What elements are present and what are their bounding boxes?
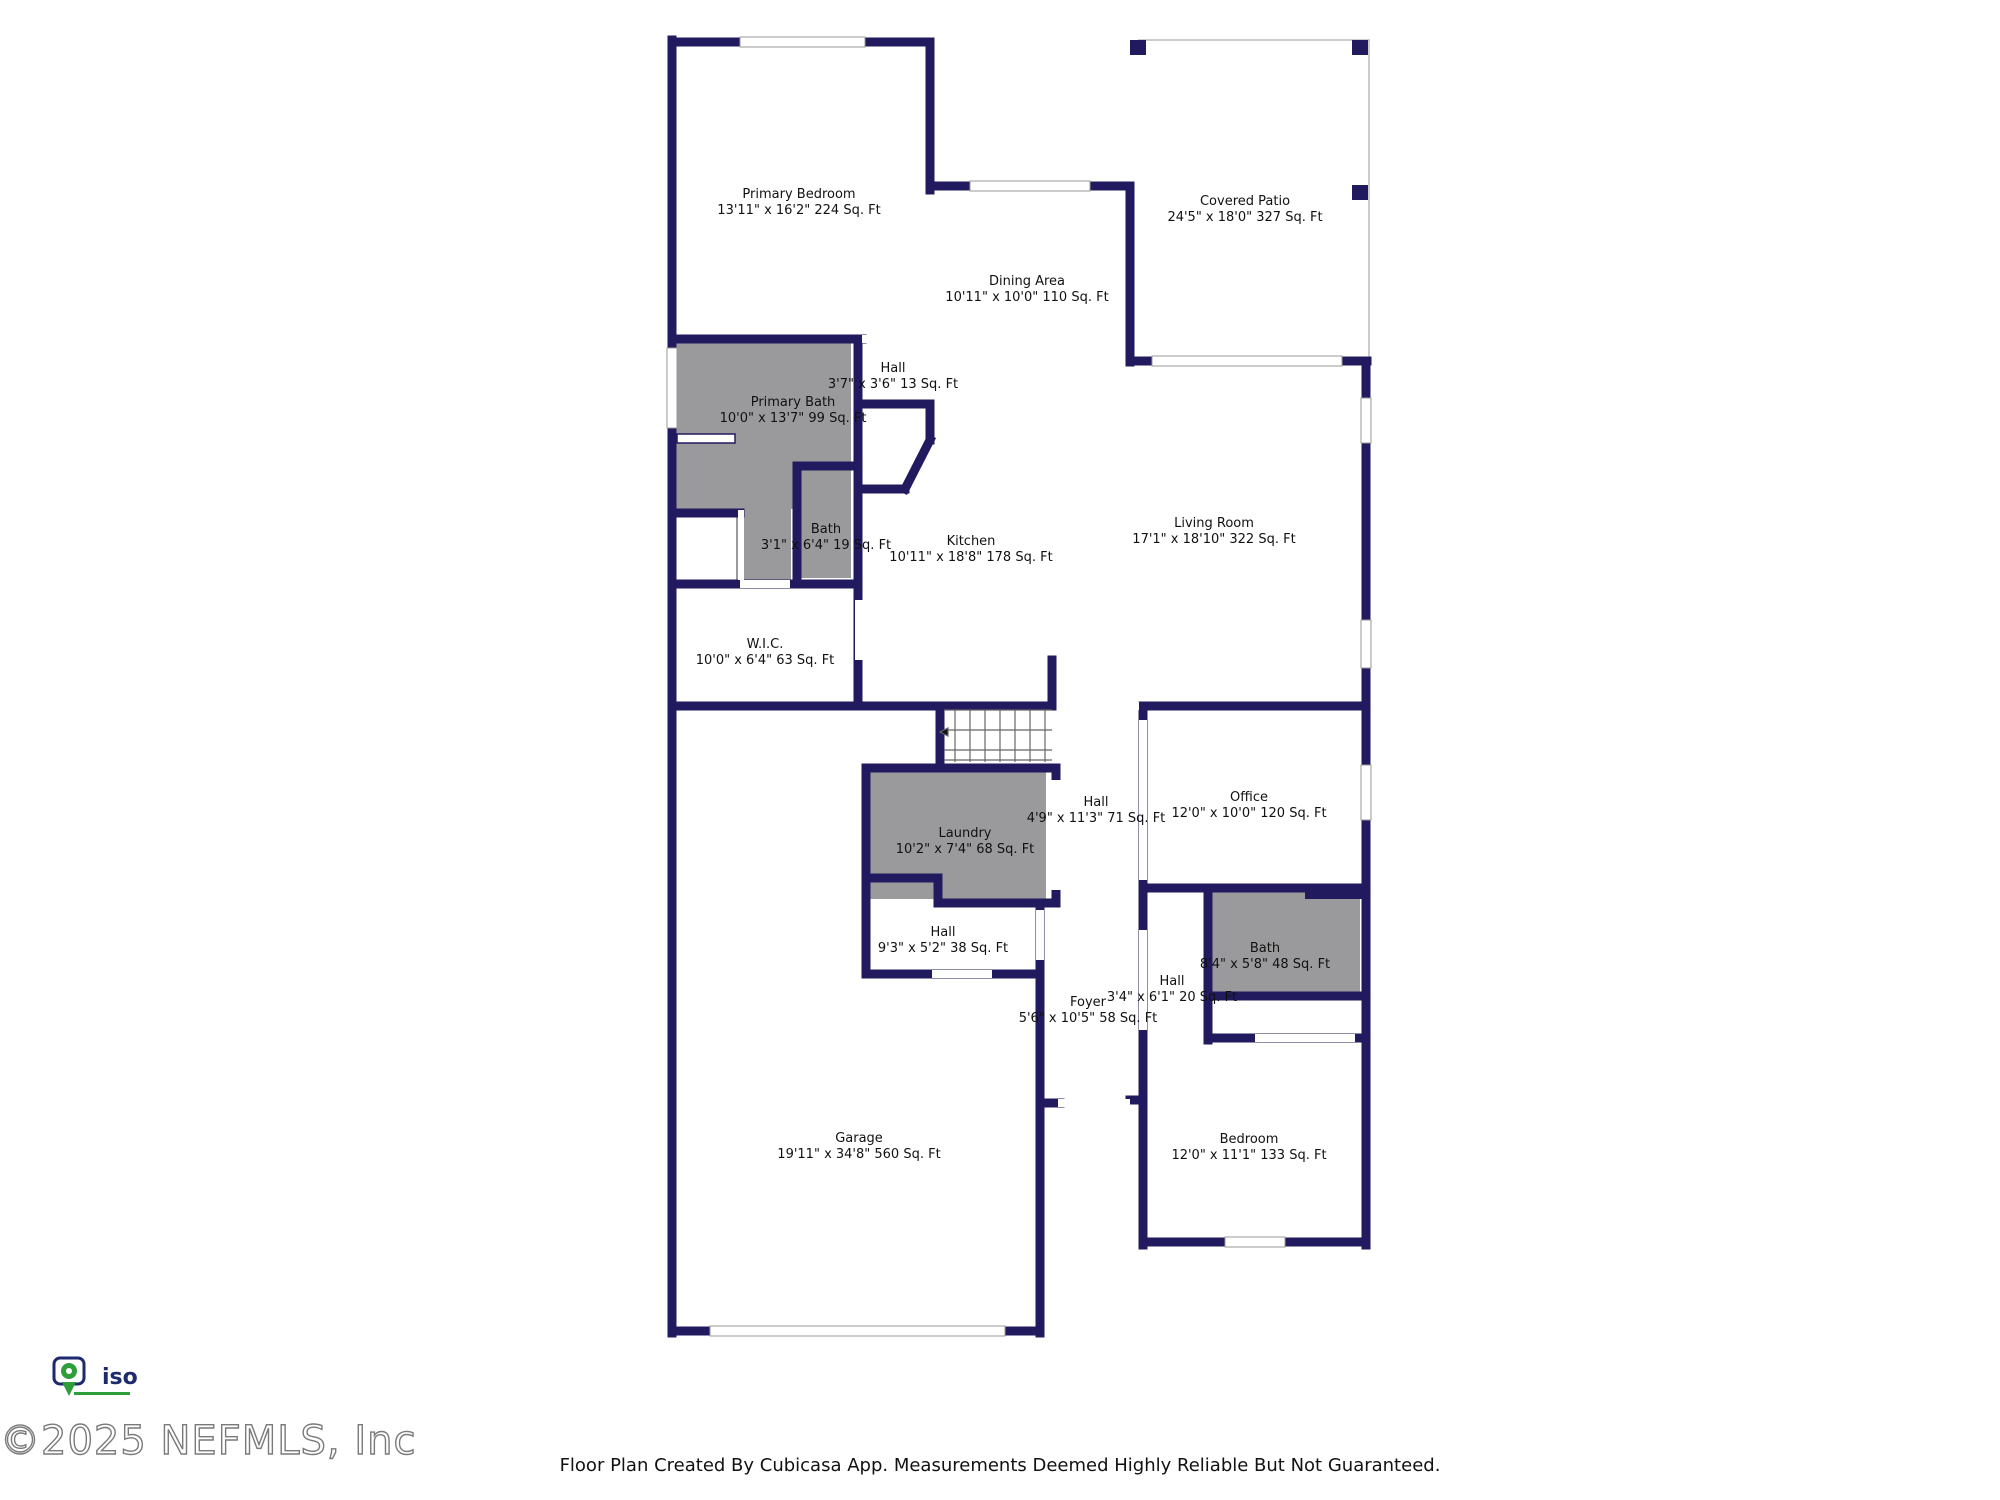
living-room-dims: 17'1" x 18'10" 322 Sq. Ft [1132,532,1295,547]
hall-center-name: Hall [1084,795,1109,810]
small-bath-dims: 3'1" x 6'4" 19 Sq. Ft [761,538,891,553]
right-bath-name: Bath [1250,941,1280,956]
foyer-dims: 5'6" x 10'5" 58 Sq. Ft [1019,1011,1158,1026]
hall-top-name: Hall [881,361,906,376]
covered-patio-name: Covered Patio [1200,194,1290,209]
fixtures [676,433,736,444]
hall-top-dims: 3'7" x 3'6" 13 Sq. Ft [828,377,958,392]
iso-logo: iso [52,1356,138,1396]
primary-bath-lower-fill [736,505,791,580]
bedroom-dims: 12'0" x 11'1" 133 Sq. Ft [1171,1148,1326,1163]
garage-dims: 19'11" x 34'8" 560 Sq. Ft [777,1147,940,1162]
logo-text: iso [102,1365,138,1390]
right-bath-dims: 8'4" x 5'8" 48 Sq. Ft [1200,957,1330,972]
office-name: Office [1230,790,1268,805]
dining-area-name: Dining Area [989,274,1065,289]
patio-posts [1130,40,1368,899]
hall-laundry-name: Hall [931,925,956,940]
small-bath-name: Bath [811,522,841,537]
laundry-dims: 10'2" x 7'4" 68 Sq. Ft [896,842,1035,857]
right-bath-fill [1208,886,1360,992]
room-labels: Primary Bedroom 13'11" x 16'2" 224 Sq. F… [696,187,1330,1163]
kitchen-name: Kitchen [947,534,996,549]
stairs [938,709,1052,762]
primary-bath-dims: 10'0" x 13'7" 99 Sq. Ft [720,411,867,426]
kitchen-dims: 10'11" x 18'8" 178 Sq. Ft [889,550,1052,565]
door-openings [738,326,1355,1107]
bedroom-name: Bedroom [1220,1132,1279,1147]
hall-laundry-dims: 9'3" x 5'2" 38 Sq. Ft [878,941,1008,956]
primary-bedroom-dims: 13'11" x 16'2" 224 Sq. Ft [717,203,880,218]
laundry-name: Laundry [939,826,992,841]
windows [666,36,1372,1337]
foyer-name: Foyer [1070,995,1107,1010]
living-room-name: Living Room [1174,516,1254,531]
floor-plan-disclaimer: Floor Plan Created By Cubicasa App. Meas… [559,1455,1441,1476]
copyright-watermark: ©2025 NEFMLS, Inc [0,1417,417,1464]
garage-name: Garage [835,1131,883,1146]
primary-bedroom-name: Primary Bedroom [742,187,855,202]
office-dims: 12'0" x 10'0" 120 Sq. Ft [1171,806,1326,821]
covered-patio-dims: 24'5" x 18'0" 327 Sq. Ft [1167,210,1322,225]
hall-right-name: Hall [1160,974,1185,989]
hall-center-dims: 4'9" x 11'3" 71 Sq. Ft [1027,811,1166,826]
hall-right-dims: 3'4" x 6'1" 20 Sq. Ft [1107,990,1237,1005]
wic-name: W.I.C. [747,637,784,652]
small-bath-fill [797,466,851,578]
primary-bath-name: Primary Bath [751,395,836,410]
dining-area-dims: 10'11" x 10'0" 110 Sq. Ft [945,290,1108,305]
wic-dims: 10'0" x 6'4" 63 Sq. Ft [696,653,835,668]
wet-room-fills [671,339,1360,992]
